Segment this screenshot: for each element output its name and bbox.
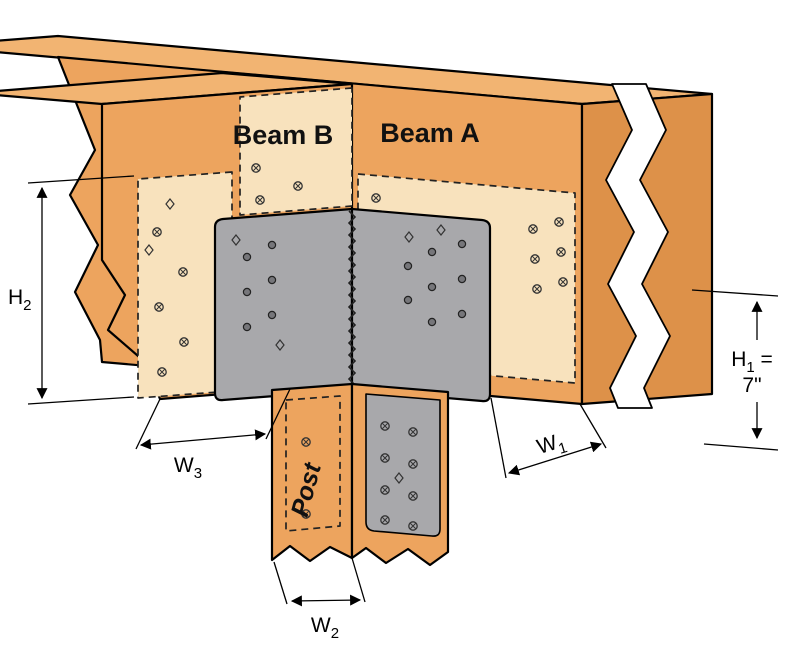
nail-hole-icon [427, 317, 437, 327]
dim-w3-label: W3 [174, 454, 202, 482]
dim-w1-ext-right [579, 403, 607, 449]
dim-w1-arrow [507, 441, 603, 476]
dim-h1-ext-top [691, 289, 779, 297]
dimension-h1: H1 = 7" [691, 289, 779, 451]
dim-w3-ext-right [265, 388, 291, 440]
nail-hole-icon [457, 309, 467, 319]
nail-hole-icon [242, 322, 252, 332]
dim-w3-ext-left [135, 398, 161, 450]
nail-hole-icon [403, 261, 413, 271]
beam-a-break-mark [605, 83, 671, 409]
post-strap [365, 393, 441, 537]
post-ghost-strap [285, 395, 341, 532]
dim-h1-label: H1 = [731, 348, 773, 376]
nail-hole-icon [457, 274, 467, 284]
dimension-h2: H2 [8, 175, 135, 405]
dim-w1-label: W1 [534, 429, 569, 464]
dim-w3-arrow [139, 429, 267, 450]
dim-h2-ext-top [27, 175, 135, 184]
nail-hole-icon [403, 295, 413, 305]
nail-hole-icon [427, 247, 437, 257]
column-cap [213, 207, 492, 403]
hidden-plate-panel-upper [239, 87, 353, 216]
dim-w2-ext-left [273, 561, 288, 605]
dim-w2-arrow [290, 594, 362, 607]
nail-hole-icon [427, 282, 437, 292]
nail-hole-icon [457, 239, 467, 249]
beam-b-label: Beam B [233, 120, 334, 150]
dimension-w2: W2 [273, 557, 366, 642]
dim-h1-ext-bottom [703, 443, 779, 451]
column-cap-left-wing [213, 207, 354, 402]
weld-seam [347, 210, 357, 392]
post: Post [270, 382, 450, 567]
dim-w2-ext-right [351, 557, 366, 603]
nail-hole-icon [242, 252, 252, 262]
dim-h2-ext-bottom [27, 396, 135, 405]
nail-hole-icon [267, 275, 277, 285]
dimension-w1: W1 [490, 397, 607, 479]
nail-hole-icon [242, 287, 252, 297]
dim-h1-value: 7" [742, 374, 761, 397]
column-cap-right-wing [350, 207, 492, 403]
beam-a-label: Beam A [380, 118, 480, 148]
dim-w2-label: W2 [311, 614, 339, 642]
dim-h2-label: H2 [8, 286, 32, 314]
dimension-w3: W3 [135, 388, 291, 482]
nail-hole-icon [267, 310, 277, 320]
nail-hole-icon [267, 240, 277, 250]
dim-w1-ext-left [490, 397, 507, 479]
